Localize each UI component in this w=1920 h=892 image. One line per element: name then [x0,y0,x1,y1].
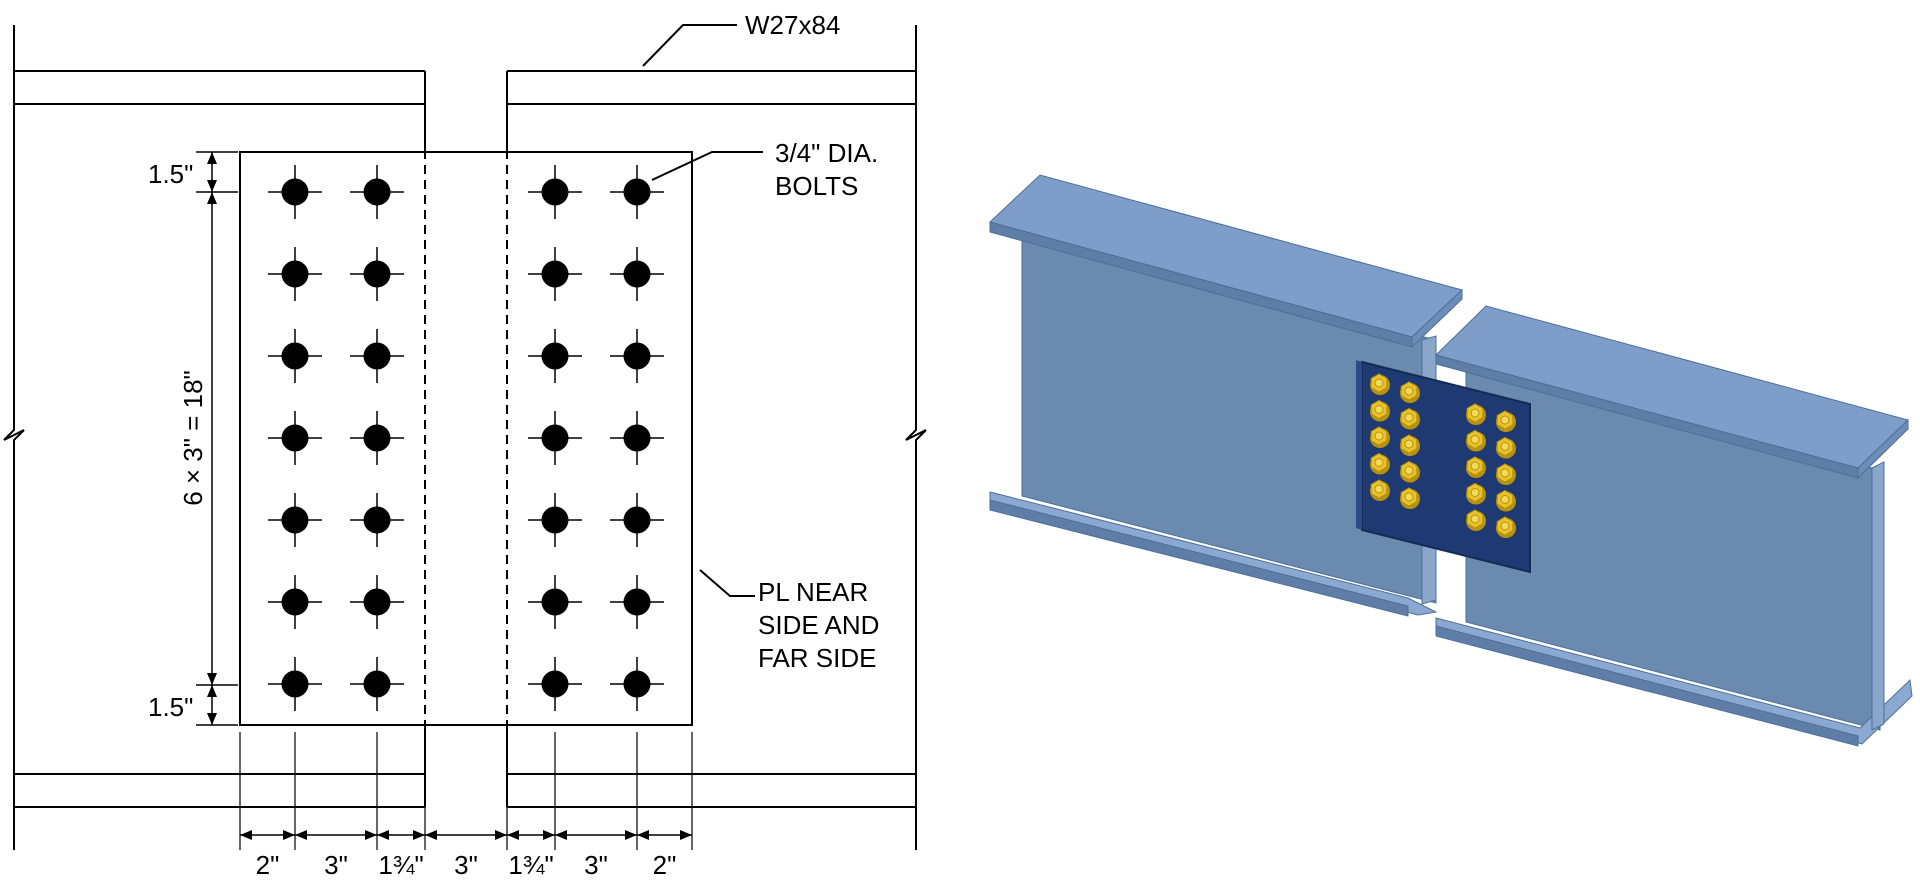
bottom-dimension-label: 2" [256,850,280,880]
bolt-spacing-label: 6 × 3" = 18" [178,370,208,506]
bolt [528,657,582,711]
beam-right-end-break [905,25,927,850]
bolt [610,165,664,219]
bottom-dimension-label: 2" [653,850,677,880]
bolt [350,247,404,301]
bolt-3d [1370,426,1390,448]
bolt [268,165,322,219]
bolt [528,165,582,219]
bolt [268,411,322,465]
dimension-extension-lines [239,732,693,850]
bottom-dimension-label: 3" [324,850,348,880]
bolt [528,411,582,465]
bolt-size-label-line2: BOLTS [775,171,858,201]
bolt [350,493,404,547]
bolt-3d [1496,516,1516,538]
bolt [610,411,664,465]
bolt-3d [1400,487,1420,509]
bolt-3d [1400,381,1420,403]
bolt [268,329,322,383]
bolt-3d [1400,407,1420,430]
bottom-dimension-label: 3" [584,850,608,880]
bolt [610,493,664,547]
top-edge-distance-label: 1.5" [148,159,193,189]
isometric-model [989,174,1913,747]
bottom-edge-distance-label: 1.5" [148,692,193,722]
beam-label-leader [642,24,737,67]
splice-plate-outline [239,151,693,726]
plate-label-line2: SIDE AND [758,610,879,640]
bolt-3d [1496,410,1516,432]
plate-label-leader [699,569,755,597]
bolt [350,657,404,711]
right-beam-3d [1435,305,1913,747]
bolt [528,575,582,629]
bolt-3d [1496,489,1516,512]
dimension-arrow [637,830,692,840]
bottom-dimension-label: 1¾" [508,850,553,880]
bolt-group-3d [1370,373,1516,538]
bolt [350,165,404,219]
bolt-3d [1400,434,1420,456]
bolt-3d [1466,403,1486,425]
dimension-arrow [240,830,295,840]
bolt-3d [1400,460,1420,483]
bolt [528,493,582,547]
bolt [528,247,582,301]
bolt [268,247,322,301]
dimension-arrow [377,830,425,840]
bolt [610,575,664,629]
bolt-group [268,165,664,711]
bolt [268,657,322,711]
bolt-size-label-line1: 3/4" DIA. [775,138,878,168]
bolt-3d [1370,452,1390,475]
bottom-dimension-label: 3" [454,850,478,880]
bolt [268,493,322,547]
bolt-3d [1370,399,1390,422]
beam-size-label: W27x84 [745,10,840,40]
bolt-3d [1496,436,1516,459]
bolt-3d [1466,482,1486,505]
plate-label-line1: PL NEAR [758,577,868,607]
bolt-label-leader [651,151,763,181]
bolt-3d [1370,373,1390,395]
bolt-3d [1496,463,1516,485]
bolt-3d [1466,456,1486,478]
bolt [610,657,664,711]
bottom-dimension-label: 1¾" [378,850,423,880]
bolt [350,575,404,629]
dimension-arrow [507,830,555,840]
horizontal-dimension [239,732,693,850]
bolt [268,575,322,629]
bolt-3d [1370,479,1390,501]
bolt [610,329,664,383]
beam-left-end-break [3,25,25,850]
bolt [350,411,404,465]
left-beam-outline [14,70,426,808]
vertical-dimension [196,151,238,726]
plate-label-line3: FAR SIDE [758,643,876,673]
bottom-dimension-labels: 2" 3" 1¾" 3" 1¾" 3" 2" [256,850,677,880]
bolt [610,247,664,301]
bolt-3d [1466,429,1486,452]
bolt [350,329,404,383]
bolt [528,329,582,383]
bolt-3d [1466,509,1486,531]
elevation-detail [3,24,927,850]
